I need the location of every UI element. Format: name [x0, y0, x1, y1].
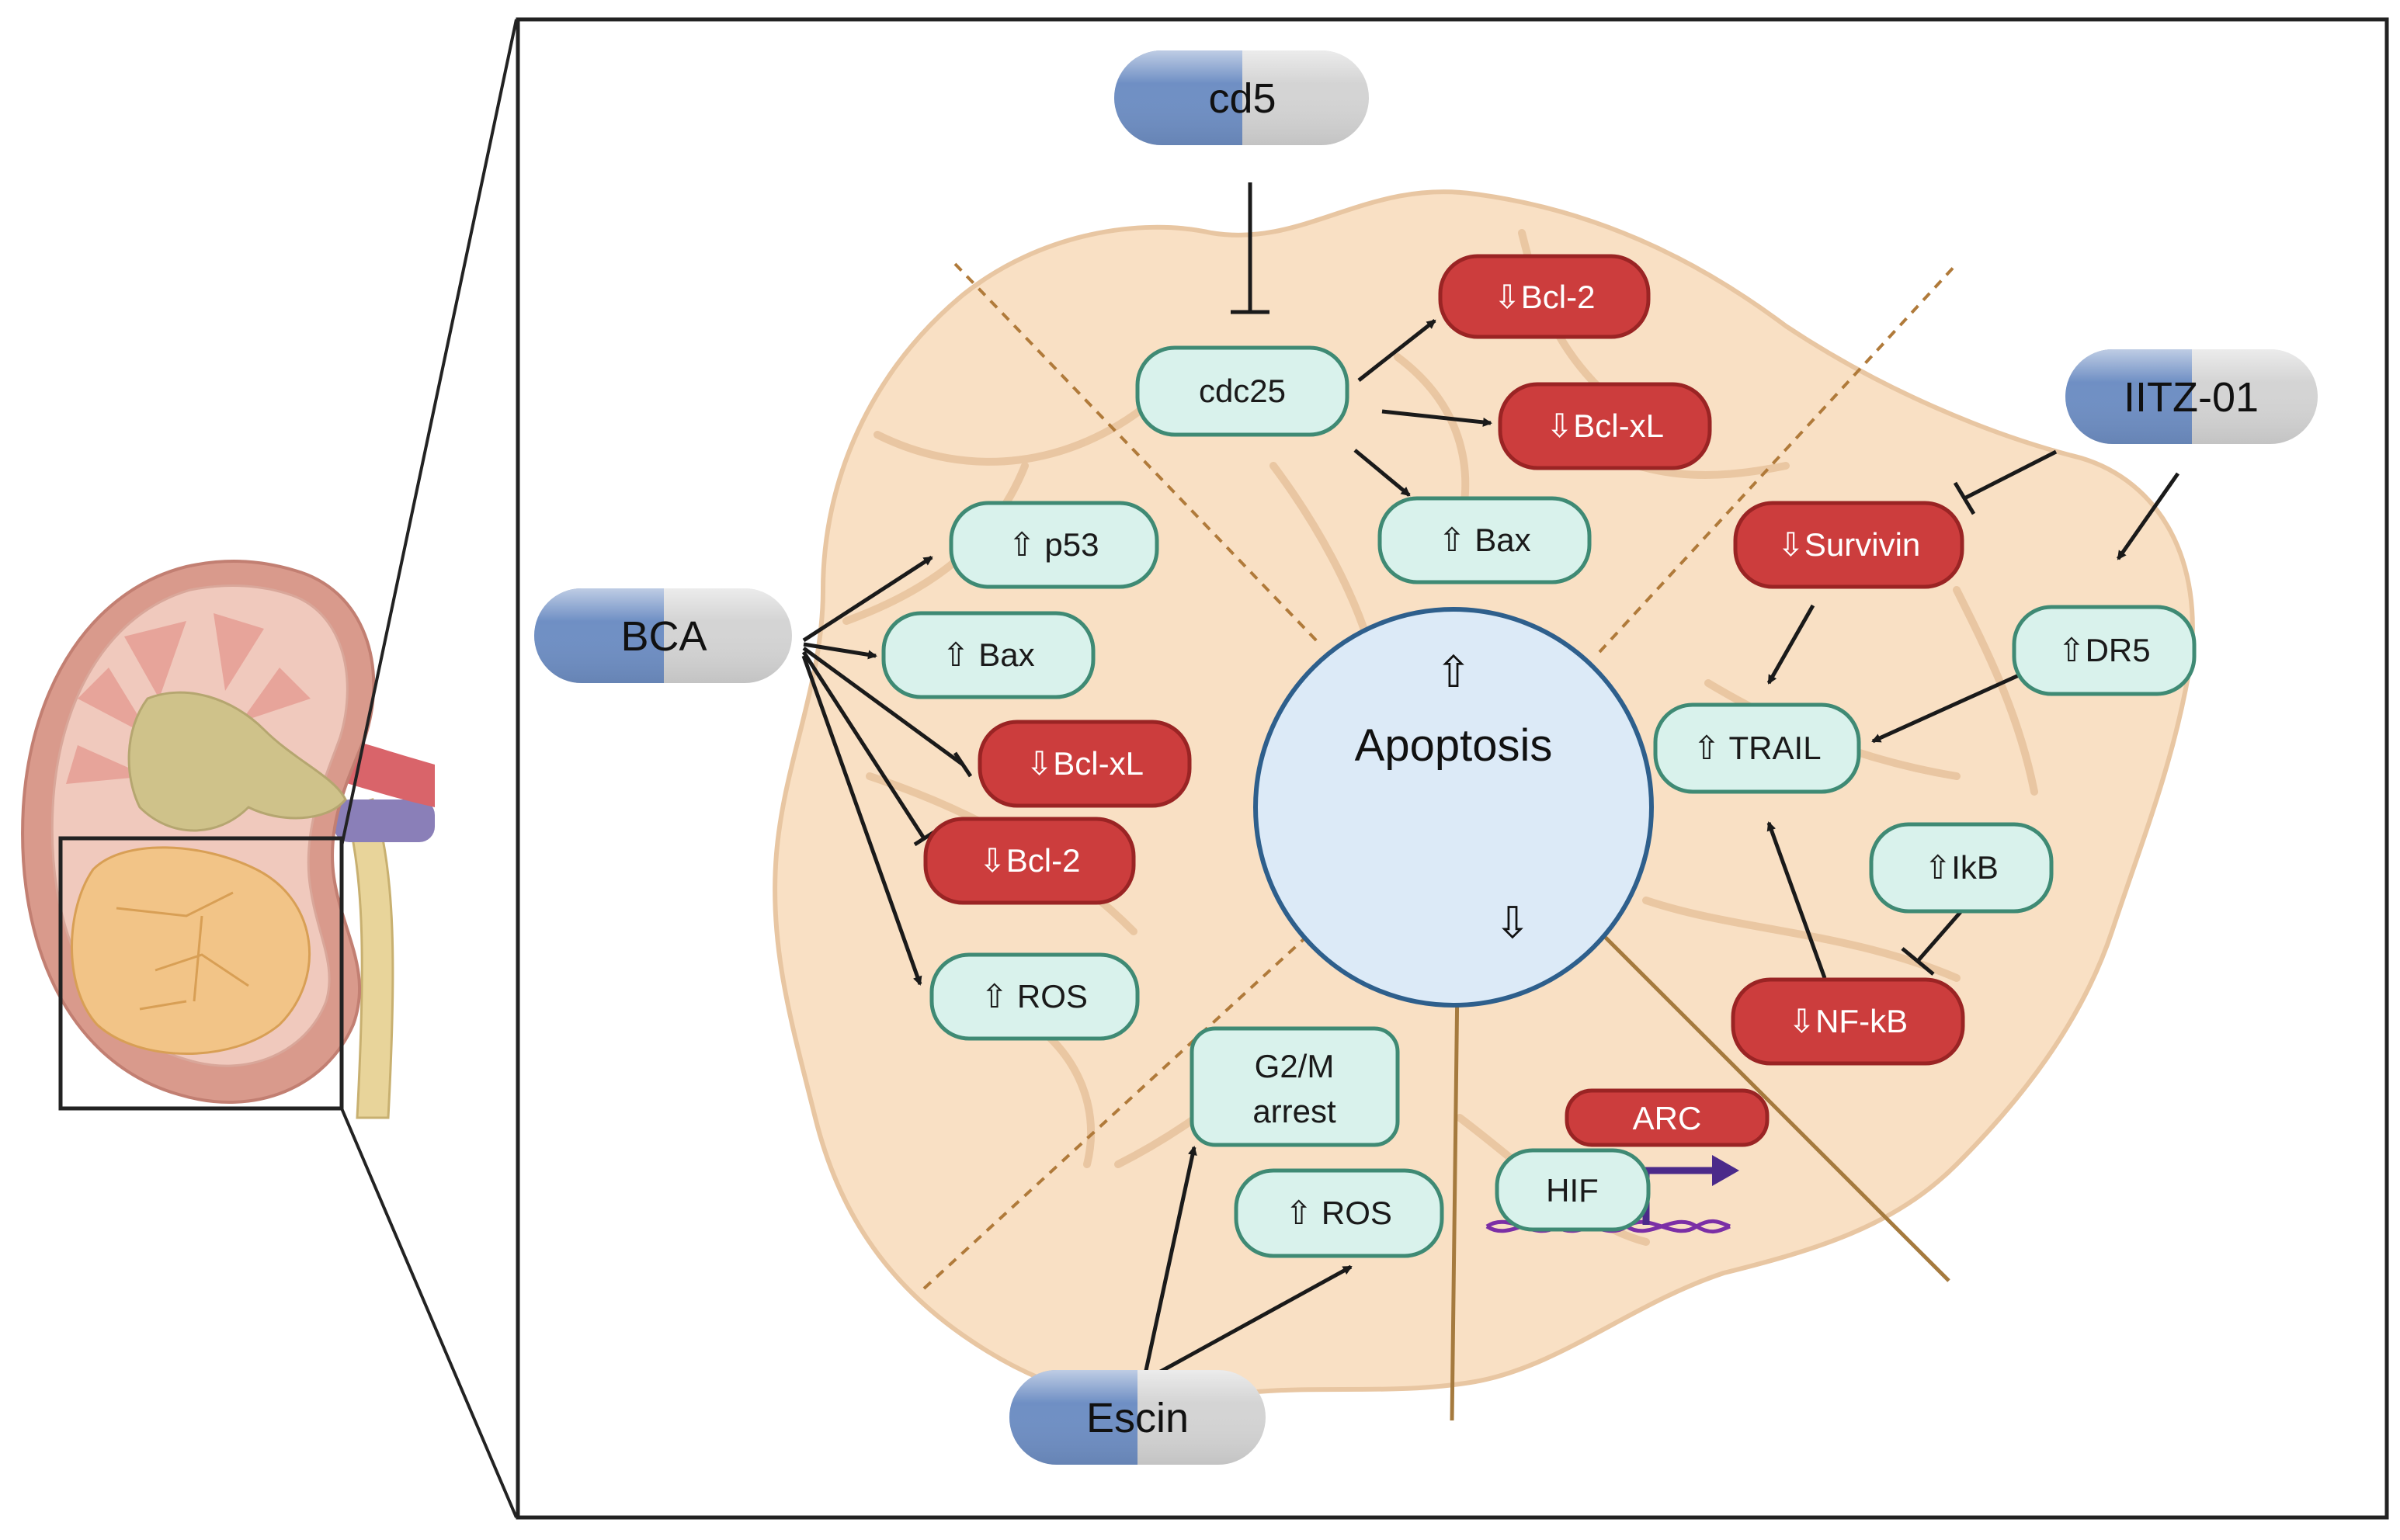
node-g2m-line1: G2/M	[1255, 1048, 1335, 1084]
apoptosis-circle	[1253, 607, 1654, 1008]
drug-pill-escin: Escin	[1009, 1370, 1266, 1465]
node-left-bclxl-label: ⇩Bcl-xL	[1026, 745, 1144, 782]
node-dr5-label: ⇧DR5	[2058, 632, 2150, 668]
node-left-bclxl	[978, 720, 1192, 808]
drug-pill-cd5: cd5	[1114, 50, 1369, 145]
node-arc	[1565, 1088, 1770, 1147]
node-left-bax-label: ⇧ Bax	[942, 636, 1034, 673]
node-top-bclxl	[1498, 382, 1712, 470]
apoptosis-label: Apoptosis	[1355, 720, 1553, 771]
node-left-bcl2-label: ⇩Bcl-2	[979, 842, 1081, 879]
node-survivin-label: ⇩Survivin	[1777, 526, 1921, 563]
node-top-bclxl-label: ⇩Bcl-xL	[1546, 408, 1664, 444]
node-survivin	[1733, 501, 1964, 589]
drug-pill-bca: BCA	[534, 588, 792, 683]
drug-escin-label: Escin	[1086, 1395, 1189, 1441]
node-g2m-arrest	[1190, 1026, 1400, 1147]
node-left-bcl2	[923, 817, 1136, 905]
zoom-box	[58, 836, 344, 1111]
node-top-bcl2-label: ⇩Bcl-2	[1494, 279, 1596, 315]
zoom-line-top	[340, 19, 518, 847]
connections	[801, 182, 2180, 1380]
drug-cd5-label: cd5	[1208, 75, 1276, 122]
node-cdc25-label: cdc25	[1199, 373, 1286, 409]
node-nfkb	[1731, 977, 1965, 1066]
node-top-bax-label: ⇧ Bax	[1438, 522, 1530, 558]
node-ikb-label: ⇧IkB	[1924, 849, 1999, 886]
node-dr5	[2012, 605, 2197, 696]
node-arc-label: ARC	[1633, 1100, 1702, 1136]
quadrant-dividers	[922, 262, 1958, 1290]
node-left-ros	[929, 952, 1140, 1041]
node-left-ros-label: ⇧ ROS	[981, 978, 1088, 1015]
node-bottom-ros	[1234, 1168, 1444, 1258]
node-cdc25	[1135, 345, 1349, 437]
node-hif	[1495, 1148, 1651, 1232]
kidney-illustration	[21, 560, 435, 1119]
node-trail-label: ⇧ TRAIL	[1693, 730, 1821, 766]
drug-iitz01-label: IITZ-01	[2124, 374, 2259, 421]
node-g2m-line2: arrest	[1252, 1093, 1336, 1129]
node-p53-label: ⇧ p53	[1009, 526, 1099, 563]
node-left-bax	[881, 611, 1096, 699]
drug-bca-label: BCA	[620, 613, 707, 660]
node-bottom-ros-label: ⇧ ROS	[1285, 1195, 1392, 1231]
node-top-bax	[1377, 496, 1592, 584]
node-ikb	[1869, 822, 2054, 914]
node-trail	[1653, 702, 1861, 794]
node-top-bcl2	[1438, 254, 1651, 339]
apoptosis-down-arrow: ⇩	[1495, 898, 1531, 947]
zoom-line-bottom	[340, 1108, 518, 1518]
node-p53	[949, 501, 1159, 589]
apoptosis-up-arrow: ⇧	[1436, 647, 1472, 696]
node-hif-label: HIF	[1546, 1172, 1599, 1209]
node-nfkb-label: ⇩NF-kB	[1788, 1003, 1908, 1039]
drug-pill-iitz01: IITZ-01	[2065, 349, 2318, 444]
